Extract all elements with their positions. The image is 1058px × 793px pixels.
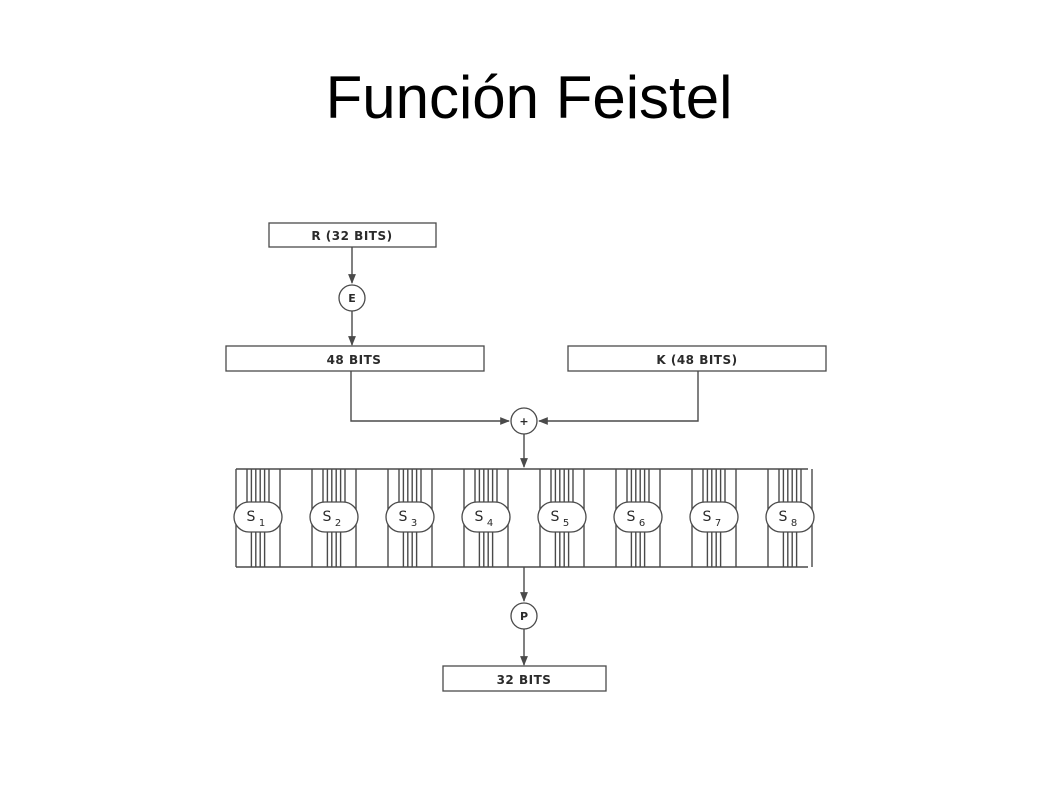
sbox-label: S <box>323 509 332 525</box>
arrow-48bits-to-xor <box>350 371 510 425</box>
sbox-subscript: 8 <box>791 518 797 529</box>
sbox-label: S <box>247 509 256 525</box>
sbox-body <box>385 501 435 533</box>
sbox-body <box>461 501 511 533</box>
r-input-label: R (32 BITS) <box>311 229 392 243</box>
arrow-key-to-xor <box>538 371 699 425</box>
sbox-label: S <box>627 509 636 525</box>
sbox-label: S <box>779 509 788 525</box>
sbox-label: S <box>475 509 484 525</box>
sbox-body <box>233 501 283 533</box>
sbox-body <box>537 501 587 533</box>
sbox-subscript: 4 <box>487 518 493 529</box>
slide-title: Función Feistel <box>325 64 733 131</box>
sbox-body <box>309 501 359 533</box>
sbox-label: S <box>551 509 560 525</box>
sbox-label: S <box>703 509 712 525</box>
sbox-subscript: 1 <box>259 518 265 529</box>
permutation-node: P <box>510 602 538 630</box>
sbox-subscript: 2 <box>335 518 341 529</box>
xor-node: + <box>510 407 538 435</box>
permutation-label: P <box>520 610 528 623</box>
sbox-subscript: 6 <box>639 518 645 529</box>
sbox-body <box>613 501 663 533</box>
expansion-node: E <box>338 284 366 312</box>
sbox-label: S <box>399 509 408 525</box>
key-box: K (48 BITS) <box>567 345 827 372</box>
expanded-48-bits-label: 48 BITS <box>327 353 382 367</box>
xor-label: + <box>519 415 528 428</box>
key-label: K (48 BITS) <box>656 353 737 367</box>
sbox-subscript: 7 <box>715 518 721 529</box>
output-32-bits-label: 32 BITS <box>497 673 552 687</box>
sbox-subscript: 5 <box>563 518 569 529</box>
sbox-subscript: 3 <box>411 518 417 529</box>
output-32-bits-box: 32 BITS <box>442 665 607 692</box>
expanded-48-bits-box: 48 BITS <box>225 345 485 372</box>
expansion-label: E <box>348 292 356 305</box>
r-input-box: R (32 BITS) <box>268 222 437 248</box>
sbox-body <box>689 501 739 533</box>
sbox-body <box>765 501 815 533</box>
